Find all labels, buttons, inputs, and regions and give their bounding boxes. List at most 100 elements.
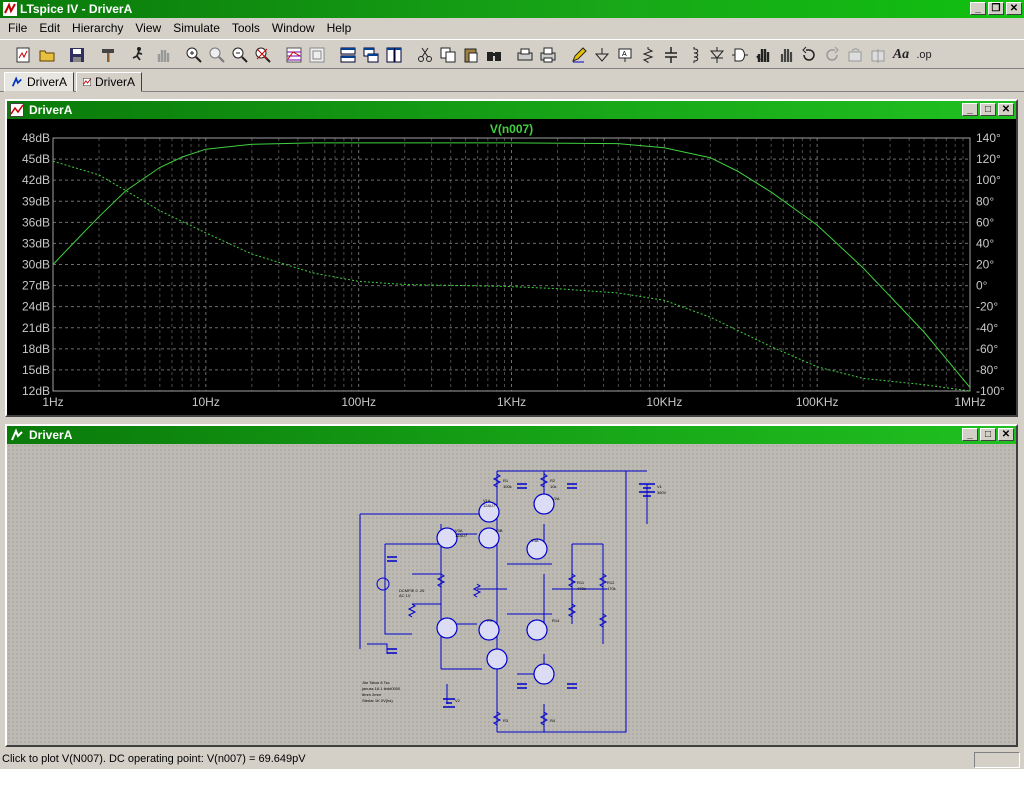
maximize-button[interactable]: □ — [980, 428, 996, 441]
tile-vertical-icon[interactable] — [383, 44, 405, 66]
halt-hand-icon[interactable] — [152, 44, 174, 66]
trace-phase — [52, 160, 971, 392]
menu-view[interactable]: View — [135, 21, 162, 35]
print-preview-icon[interactable] — [514, 44, 536, 66]
minimize-button[interactable]: _ — [970, 2, 986, 15]
cut-scissors-icon[interactable] — [414, 44, 436, 66]
schematic-window-title: DriverA — [29, 428, 73, 442]
ground-icon[interactable] — [591, 44, 613, 66]
spice-directive-icon[interactable]: .op — [916, 49, 932, 61]
menu-tools[interactable]: Tools — [231, 21, 260, 35]
zoom-fit-icon[interactable] — [252, 44, 274, 66]
schematic-tubes — [436, 493, 555, 685]
zoom-extents-icon[interactable] — [306, 44, 328, 66]
save-icon[interactable] — [66, 44, 88, 66]
copy-icon[interactable] — [437, 44, 459, 66]
redo-icon[interactable] — [821, 44, 843, 66]
plot-grid — [52, 137, 971, 392]
close-button[interactable]: ✕ — [1006, 2, 1022, 15]
svg-text:470k: 470k — [607, 586, 616, 591]
y-left-tick-label: 42dB — [22, 173, 50, 187]
run-icon[interactable] — [127, 44, 149, 66]
find-binoculars-icon[interactable] — [483, 44, 505, 66]
capacitor-icon[interactable] — [660, 44, 682, 66]
svg-text:V3B: V3B — [495, 528, 503, 533]
y-left-tick-label: 21dB — [22, 321, 50, 335]
svg-text:R2: R2 — [550, 478, 556, 483]
control-panel-hammer-icon[interactable] — [97, 44, 119, 66]
minimize-button[interactable]: _ — [962, 428, 978, 441]
cascade-windows-icon[interactable] — [360, 44, 382, 66]
y-left-tick-label: 45dB — [22, 152, 50, 166]
main-toolbar: A Aa .op — [0, 39, 1024, 69]
zoom-out-icon[interactable] — [229, 44, 251, 66]
move-hand-icon[interactable] — [752, 44, 774, 66]
close-button[interactable]: ✕ — [998, 103, 1014, 116]
x-tick-label: 100KHz — [796, 395, 839, 409]
label-net-icon[interactable]: A — [614, 44, 636, 66]
x-tick-label: 1KHz — [497, 395, 526, 409]
svg-text:V3A: V3A — [455, 528, 463, 533]
y-right-tick-label: -60° — [976, 342, 998, 356]
schematic-icon — [11, 76, 22, 87]
new-schematic-icon[interactable] — [12, 44, 34, 66]
tab-waveform-drivera[interactable]: DriverA — [76, 72, 142, 92]
menu-edit[interactable]: Edit — [39, 21, 61, 35]
y-left-tick-label: 12dB — [22, 384, 50, 398]
waveform-window-titlebar[interactable]: DriverA _ □ ✕ — [7, 101, 1016, 119]
svg-text:R1: R1 — [503, 478, 509, 483]
trace-label-v-n007[interactable]: V(n007) — [490, 122, 533, 136]
y-right-tick-label: 120° — [976, 152, 1001, 166]
y-right-tick-label: 60° — [976, 215, 994, 229]
maximize-button[interactable]: □ — [980, 103, 996, 116]
undo-icon[interactable] — [798, 44, 820, 66]
svg-text:Jim Tabor 8 Tsc: Jim Tabor 8 Tsc — [362, 680, 390, 685]
ltspice-logo-icon — [3, 2, 17, 16]
component-gate-icon[interactable] — [729, 44, 751, 66]
svg-text:DCMFIE 0 .25: DCMFIE 0 .25 — [399, 588, 425, 593]
y-right-tick-label: 0° — [976, 279, 988, 293]
paste-icon[interactable] — [460, 44, 482, 66]
menu-window[interactable]: Window — [271, 21, 315, 35]
svg-text:12AU7: 12AU7 — [455, 533, 468, 538]
svg-text:470k: 470k — [577, 586, 586, 591]
menu-hierarchy[interactable]: Hierarchy — [72, 21, 124, 35]
open-folder-icon[interactable] — [36, 44, 58, 66]
schematic-window-titlebar[interactable]: DriverA _ □ ✕ — [7, 426, 1016, 444]
rotate-icon[interactable] — [844, 44, 866, 66]
bode-plot[interactable]: 48dB45dB42dB39dB36dB33dB30dB27dB24dB21dB… — [7, 119, 1016, 415]
tab-schematic-drivera[interactable]: DriverA — [4, 72, 74, 92]
inductor-icon[interactable] — [683, 44, 705, 66]
tile-horizontal-icon[interactable] — [337, 44, 359, 66]
menu-file[interactable]: File — [8, 21, 28, 35]
menu-simulate[interactable]: Simulate — [173, 21, 220, 35]
text-icon[interactable]: Aa — [892, 47, 910, 62]
svg-text:AC 1V: AC 1V — [399, 593, 411, 598]
schematic-capacitors — [387, 483, 577, 689]
svg-text:V4A: V4A — [531, 538, 539, 543]
drag-hand-icon[interactable] — [775, 44, 797, 66]
minimize-button[interactable]: _ — [962, 103, 978, 116]
mirror-icon[interactable] — [867, 44, 889, 66]
app-title-bar[interactable]: LTspice IV - DriverA _ ❐ ✕ — [0, 0, 1024, 18]
svg-text:10k: 10k — [550, 484, 556, 489]
zoom-pan-icon[interactable] — [206, 44, 228, 66]
svg-text:V1: V1 — [657, 484, 663, 489]
x-tick-label: 10KHz — [646, 395, 682, 409]
status-bar: Click to plot V(N007). DC operating poin… — [0, 751, 1024, 769]
autorange-icon[interactable] — [283, 44, 305, 66]
diode-icon[interactable] — [706, 44, 728, 66]
y-right-tick-label: -80° — [976, 363, 998, 377]
print-icon[interactable] — [537, 44, 559, 66]
menu-help[interactable]: Help — [326, 21, 352, 35]
close-button[interactable]: ✕ — [998, 428, 1014, 441]
draw-wire-pencil-icon[interactable] — [568, 44, 590, 66]
zoom-in-icon[interactable] — [183, 44, 205, 66]
resistor-icon[interactable] — [637, 44, 659, 66]
y-right-tick-label: 20° — [976, 258, 994, 272]
restore-button[interactable]: ❐ — [988, 2, 1004, 15]
